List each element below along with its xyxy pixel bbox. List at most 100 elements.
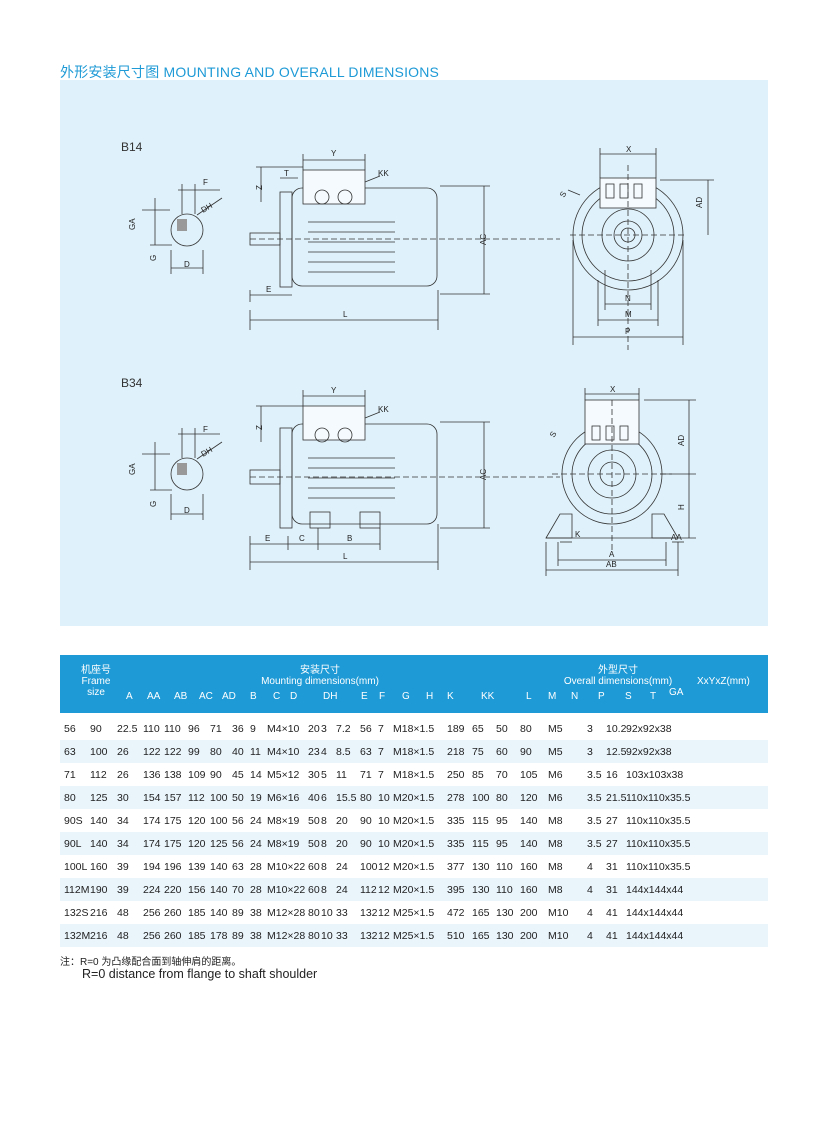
table-cell: M10×22	[267, 884, 306, 896]
table-cell: 24	[250, 815, 262, 827]
table-cell: 335	[447, 815, 465, 827]
table-cell: 80	[308, 907, 320, 919]
svg-text:DH: DH	[200, 445, 215, 459]
table-cell: 140	[90, 838, 108, 850]
table-cell: 10	[378, 838, 390, 850]
table-cell: 8	[321, 838, 327, 850]
svg-text:Z: Z	[255, 425, 264, 430]
table-cell: 33	[336, 930, 348, 942]
svg-text:K: K	[575, 530, 581, 539]
table-cell: 56	[232, 838, 244, 850]
column-header: T	[650, 691, 657, 702]
table-cell: 140	[210, 907, 228, 919]
table-cell: 110x110x35.5	[626, 861, 691, 873]
table-cell: 90L	[64, 838, 82, 850]
table-cell: 132S	[64, 907, 89, 919]
table-cell: 31	[606, 884, 618, 896]
table-cell: 110x110x35.5	[626, 838, 691, 850]
table-cell: 90	[90, 723, 102, 735]
table-cell: 21.5	[606, 792, 627, 804]
drawing-panel: B14 F DH GA G D	[60, 80, 768, 626]
table-cell: 395	[447, 884, 465, 896]
table-cell: 103x103x38	[626, 769, 684, 781]
overall-header: 外型尺寸 Overall dimensions(mm)	[563, 665, 673, 687]
table-cell: 175	[164, 815, 182, 827]
svg-text:S: S	[548, 430, 558, 439]
table-cell: 132	[360, 930, 378, 942]
column-header: KK	[481, 691, 495, 702]
table-cell: 20	[336, 815, 348, 827]
table-cell: 80	[360, 792, 372, 804]
table-cell: 3.5	[587, 792, 602, 804]
table-cell: 28	[250, 861, 262, 873]
table-cell: 38	[250, 907, 262, 919]
table-cell: M4×10	[267, 723, 300, 735]
svg-text:KK: KK	[378, 169, 389, 178]
table-cell: 109	[188, 769, 206, 781]
svg-text:B: B	[347, 534, 352, 543]
svg-text:AB: AB	[606, 560, 617, 569]
table-cell: 56	[64, 723, 76, 735]
table-cell: 50	[308, 815, 320, 827]
svg-text:C: C	[299, 534, 305, 543]
table-cell: 224	[143, 884, 161, 896]
table-cell: 122	[164, 746, 182, 758]
table-cell: 6	[321, 792, 327, 804]
table-cell: 48	[117, 930, 129, 942]
svg-text:N: N	[625, 294, 631, 303]
table-cell: 100	[90, 746, 108, 758]
table-cell: M18×1.5	[393, 746, 435, 758]
table-cell: 71	[64, 769, 76, 781]
svg-text:E: E	[265, 534, 270, 543]
table-cell: 4	[587, 884, 593, 896]
table-cell: M6	[548, 769, 563, 781]
table-cell: 200	[520, 907, 538, 919]
table-cell: 10	[378, 815, 390, 827]
table-cell: 12	[378, 907, 390, 919]
svg-text:AC: AC	[479, 469, 488, 480]
table-cell: 110	[496, 861, 513, 873]
table-cell: 144x144x44	[626, 930, 684, 942]
table-cell: 24	[250, 838, 262, 850]
table-cell: 38	[250, 930, 262, 942]
table-cell: 50	[232, 792, 244, 804]
table-cell: 63	[64, 746, 76, 758]
table-cell: 510	[447, 930, 465, 942]
svg-text:D: D	[184, 506, 190, 515]
table-cell: 60	[308, 861, 320, 873]
svg-text:H: H	[677, 504, 686, 510]
table-cell: 196	[164, 861, 182, 873]
table-cell: 95	[496, 838, 508, 850]
table-cell: 60	[496, 746, 508, 758]
column-header: GA	[669, 687, 684, 698]
table-cell: 56	[232, 815, 244, 827]
table-cell: 100	[210, 815, 228, 827]
table-cell: 34	[117, 815, 129, 827]
table-cell: 4	[587, 861, 593, 873]
table-cell: 92x92x38	[626, 723, 672, 735]
table-cell: 256	[143, 930, 161, 942]
table-cell: 112	[360, 884, 377, 896]
svg-text:G: G	[149, 255, 158, 261]
table-cell: 19	[250, 792, 262, 804]
table-cell: 122	[143, 746, 161, 758]
table-cell: 41	[606, 907, 618, 919]
table-cell: 96	[188, 723, 200, 735]
table-cell: 174	[143, 838, 161, 850]
table-cell: 99	[188, 746, 200, 758]
column-header: F	[379, 691, 386, 702]
svg-text:GA: GA	[128, 463, 137, 475]
table-cell: 335	[447, 838, 465, 850]
table-cell: 4	[587, 930, 593, 942]
b34-front-view: X AD S H K AA A AB	[545, 385, 696, 576]
table-cell: 12	[378, 930, 390, 942]
table-cell: M6×16	[267, 792, 300, 804]
table-cell: 278	[447, 792, 465, 804]
notes: 注：R=0 为凸缘配合面到轴伸肩的距离。 R=0 distance from f…	[60, 953, 317, 981]
